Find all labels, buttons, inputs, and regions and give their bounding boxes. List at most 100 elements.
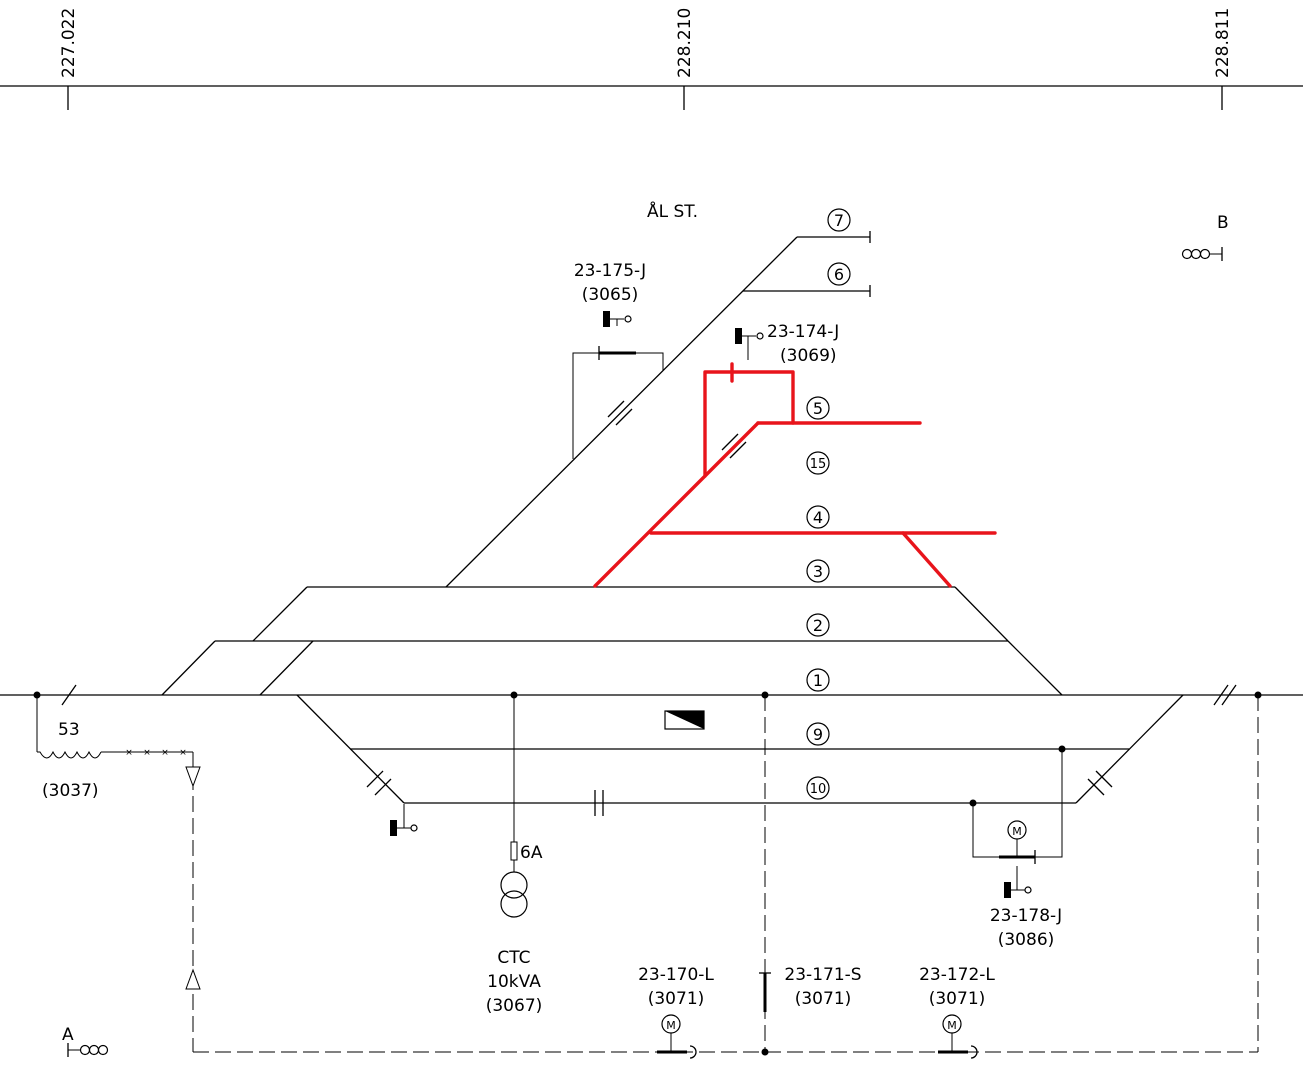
end-a: A [62, 1025, 109, 1057]
track-4-circle [806, 505, 830, 529]
track-6-circle [827, 262, 851, 286]
crossover-2-1 [259, 640, 314, 696]
track-4-label: 4 [813, 508, 823, 527]
signal-174-id: 23-174-J [767, 322, 839, 342]
cable-arrow-up [185, 968, 201, 990]
signal-23-172-l: 23-172-L (3071) M [919, 965, 995, 1059]
track-5-circle [806, 396, 830, 420]
motor-symbol: M [947, 1019, 957, 1032]
signal-left-10-lamp [410, 824, 418, 832]
track-layout [0, 231, 1303, 816]
station-name: ÅL ST. [647, 200, 698, 222]
insulated-joint-left-a [366, 770, 384, 788]
track-2-circle [806, 613, 830, 637]
signal-170-end [689, 1045, 697, 1059]
siding-diagonal [445, 236, 798, 588]
signal-172-ref: (3071) [929, 989, 986, 1009]
end-a-lamp-3 [97, 1044, 109, 1056]
section-gap-a [61, 684, 77, 706]
transformer-coil-2 [500, 890, 528, 918]
signal-172-end [970, 1045, 978, 1059]
ctc-name: CTC [497, 948, 530, 968]
fuse-label: 6A [520, 843, 543, 863]
red-track-to-5 [703, 421, 760, 478]
signal-174-lamp [756, 332, 764, 340]
end-a-lamp-2 [88, 1044, 100, 1056]
km-label-1: 227.022 [59, 8, 79, 78]
section-gap-b1 [1213, 684, 1229, 706]
end-b-lamp-3 [1199, 248, 1211, 260]
signal-171-id: 23-171-S [784, 965, 861, 985]
track-15-label: 15 [810, 457, 827, 472]
cable-mark: × [161, 748, 169, 758]
end-b-lamp-1 [1181, 248, 1193, 260]
signal-left-10-head [390, 820, 397, 836]
coil-ref: (3037) [42, 781, 99, 801]
ctc-power: 10kVA [487, 972, 541, 992]
red-track-diagonal [593, 370, 795, 588]
track-9-circle [806, 722, 830, 746]
signal-175-ref: (3065) [582, 285, 639, 305]
signal-171-ref: (3071) [795, 989, 852, 1009]
coil-winding [37, 750, 102, 759]
track-3-label: 3 [813, 562, 823, 581]
switch-3-left [252, 586, 308, 642]
track-6-label: 6 [834, 265, 844, 284]
signal-178-ref: (3086) [998, 930, 1055, 950]
motor-symbol: M [666, 1019, 676, 1032]
track-3-circle [806, 559, 830, 583]
kilometer-header: 227.022 228.210 228.811 [0, 8, 1303, 110]
cable-arrow-down [185, 766, 201, 788]
end-a-label: A [62, 1025, 74, 1045]
coil-53: 53 (3037) × × × × [33, 691, 1258, 1053]
signal-175-lamp [624, 315, 632, 323]
signal-175-head [603, 311, 610, 327]
track-9-label: 9 [813, 725, 823, 744]
motor-icon [1007, 820, 1027, 840]
switch-10-left [296, 694, 405, 804]
signal-175-id: 23-175-J [574, 261, 646, 281]
signal-175-wire [572, 352, 664, 459]
track-10-label: 10 [810, 782, 827, 797]
cable-mark: × [179, 748, 187, 758]
signal-178-id: 23-178-J [990, 906, 1062, 926]
switch-2-left [161, 640, 216, 696]
end-b: B [1181, 213, 1229, 261]
s178-lamp [1024, 886, 1032, 894]
motor-symbol: M [1012, 825, 1022, 838]
end-b-lamp-2 [1190, 248, 1202, 260]
signal-23-175-j: 23-175-J (3065) [572, 261, 664, 459]
red-overlay [593, 362, 997, 588]
insulated-joint-siding-b [615, 408, 633, 426]
signal-23-174-j: 23-174-J (3069) [735, 322, 839, 366]
insulated-joint-right-b [1095, 770, 1113, 788]
ctc-transformer: 6A CTC 10kVA (3067) [486, 691, 543, 1016]
signal-174-head [735, 328, 742, 344]
signal-170-id: 23-170-L [638, 965, 714, 985]
km-label-3: 228.811 [1213, 8, 1233, 78]
center-bottom-node [761, 1048, 769, 1056]
signal-170-ref: (3071) [648, 989, 705, 1009]
track-10-circle [806, 776, 830, 800]
fuse-icon [510, 841, 518, 861]
track-1-label: 1 [813, 671, 823, 690]
coil-number: 53 [58, 720, 80, 740]
signal-left-10 [390, 804, 418, 836]
signal-23-178-j: M 23-178-J (3086) [969, 745, 1066, 950]
transformer-coil-1 [500, 871, 528, 899]
insulated-joint-right-a [1087, 778, 1105, 796]
track-1-circle [806, 668, 830, 692]
cable-mark: × [125, 748, 133, 758]
signal-23-171-s: 23-171-S (3071) [759, 965, 862, 1012]
red-track-4-right [901, 531, 952, 588]
signal-174-ref: (3069) [780, 346, 837, 366]
track-2-label: 2 [813, 616, 823, 635]
track-5-label: 5 [813, 399, 823, 418]
track-7-label: 7 [834, 211, 844, 230]
switch-3-right [954, 586, 1009, 642]
track-7-circle [827, 208, 851, 232]
insulated-joint-left-b [374, 778, 392, 796]
end-b-label: B [1217, 213, 1229, 233]
section-gap-b2 [1221, 684, 1237, 706]
